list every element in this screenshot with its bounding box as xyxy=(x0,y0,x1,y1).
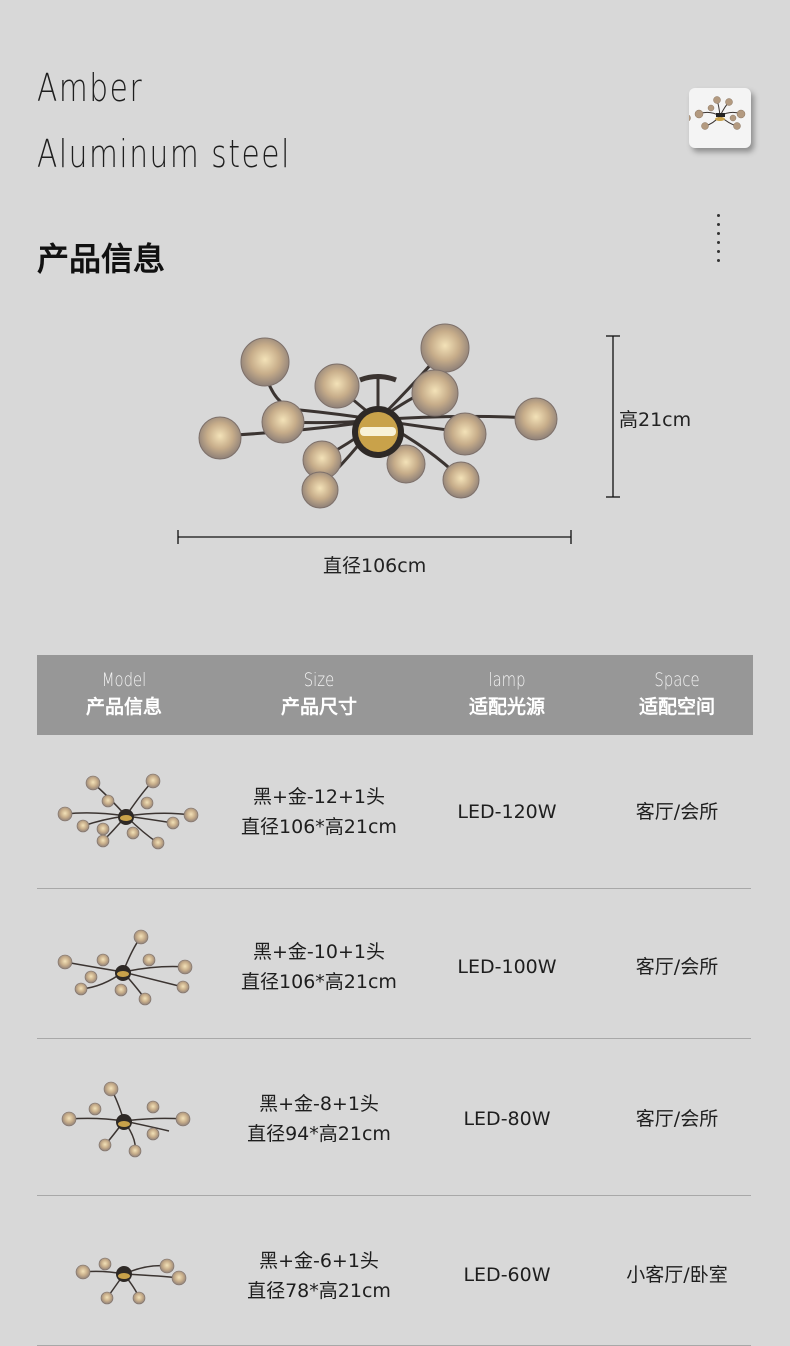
row-divider xyxy=(37,888,751,889)
product-thumbnail[interactable] xyxy=(683,88,751,148)
more-dots-icon xyxy=(715,214,721,270)
size-cell: 黑+金-6+1头 直径78*高21cm xyxy=(211,1246,427,1306)
size-cell: 黑+金-10+1头 直径106*高21cm xyxy=(211,937,427,997)
column-header-cn: 产品尺寸 xyxy=(280,696,357,718)
section-title: 产品信息 xyxy=(37,240,166,278)
size-line-2: 直径78*高21cm xyxy=(247,1280,391,1302)
size-line-1: 黑+金-6+1头 xyxy=(259,1250,379,1272)
lamp-cell: LED-100W xyxy=(457,956,557,978)
title-line-1: Amber xyxy=(37,66,144,110)
size-line-2: 直径106*高21cm xyxy=(241,971,397,993)
space-cell: 客厅/会所 xyxy=(635,1108,719,1130)
column-header-cn: 产品信息 xyxy=(85,696,162,718)
space-cell: 小客厅/卧室 xyxy=(626,1264,728,1286)
table-row: 黑+金-12+1头 直径106*高21cm LED-120W 客厅/会所 xyxy=(37,735,753,889)
column-header-en: lamp xyxy=(488,669,526,691)
column-header-en: Space xyxy=(654,669,700,691)
size-cell: 黑+金-12+1头 直径106*高21cm xyxy=(211,782,427,842)
column-header-space: Space 适配空间 xyxy=(587,655,767,735)
height-dimension-line xyxy=(606,335,620,498)
height-label: 高21cm xyxy=(619,409,692,431)
lamp-cell: LED-60W xyxy=(463,1264,551,1286)
size-line-2: 直径106*高21cm xyxy=(241,816,397,838)
column-header-lamp: lamp 适配光源 xyxy=(427,655,587,735)
column-header-en: Size xyxy=(303,669,335,691)
diameter-label: 直径106cm xyxy=(323,555,427,577)
column-header-en: Model xyxy=(101,669,147,691)
chandelier-6-image xyxy=(75,1257,187,1305)
diameter-dimension-line xyxy=(177,530,572,544)
size-line-2: 直径94*高21cm xyxy=(247,1123,391,1145)
column-header-model: Model 产品信息 xyxy=(37,655,211,735)
size-line-1: 黑+金-12+1头 xyxy=(253,786,385,808)
size-line-1: 黑+金-10+1头 xyxy=(253,941,385,963)
column-header-cn: 适配光源 xyxy=(468,696,545,718)
table-row: 黑+金-10+1头 直径106*高21cm LED-100W 客厅/会所 xyxy=(37,889,753,1039)
chandelier-thumbnail-image xyxy=(683,96,746,130)
space-cell: 客厅/会所 xyxy=(635,956,719,978)
row-divider xyxy=(37,1038,751,1039)
chandelier-12-image xyxy=(57,773,199,850)
chandelier-illustration xyxy=(198,323,558,509)
lamp-cell: LED-120W xyxy=(457,801,557,823)
size-line-1: 黑+金-8+1头 xyxy=(259,1093,379,1115)
product-hero-image xyxy=(190,318,570,518)
size-cell: 黑+金-8+1头 直径94*高21cm xyxy=(211,1089,427,1149)
chandelier-8-image xyxy=(61,1081,191,1158)
spec-table-header: Model 产品信息 Size 产品尺寸 lamp 适配光源 Space 适配空… xyxy=(37,655,753,735)
column-header-size: Size 产品尺寸 xyxy=(211,655,427,735)
lamp-cell: LED-80W xyxy=(463,1108,551,1130)
table-row: 黑+金-6+1头 直径78*高21cm LED-60W 小客厅/卧室 xyxy=(37,1196,753,1346)
table-row: 黑+金-8+1头 直径94*高21cm LED-80W 客厅/会所 xyxy=(37,1039,753,1196)
title-line-2: Aluminum steel xyxy=(37,132,291,176)
row-divider xyxy=(37,1195,751,1196)
column-header-cn: 适配空间 xyxy=(638,696,715,718)
space-cell: 客厅/会所 xyxy=(635,801,719,823)
chandelier-10-image xyxy=(57,929,193,1006)
